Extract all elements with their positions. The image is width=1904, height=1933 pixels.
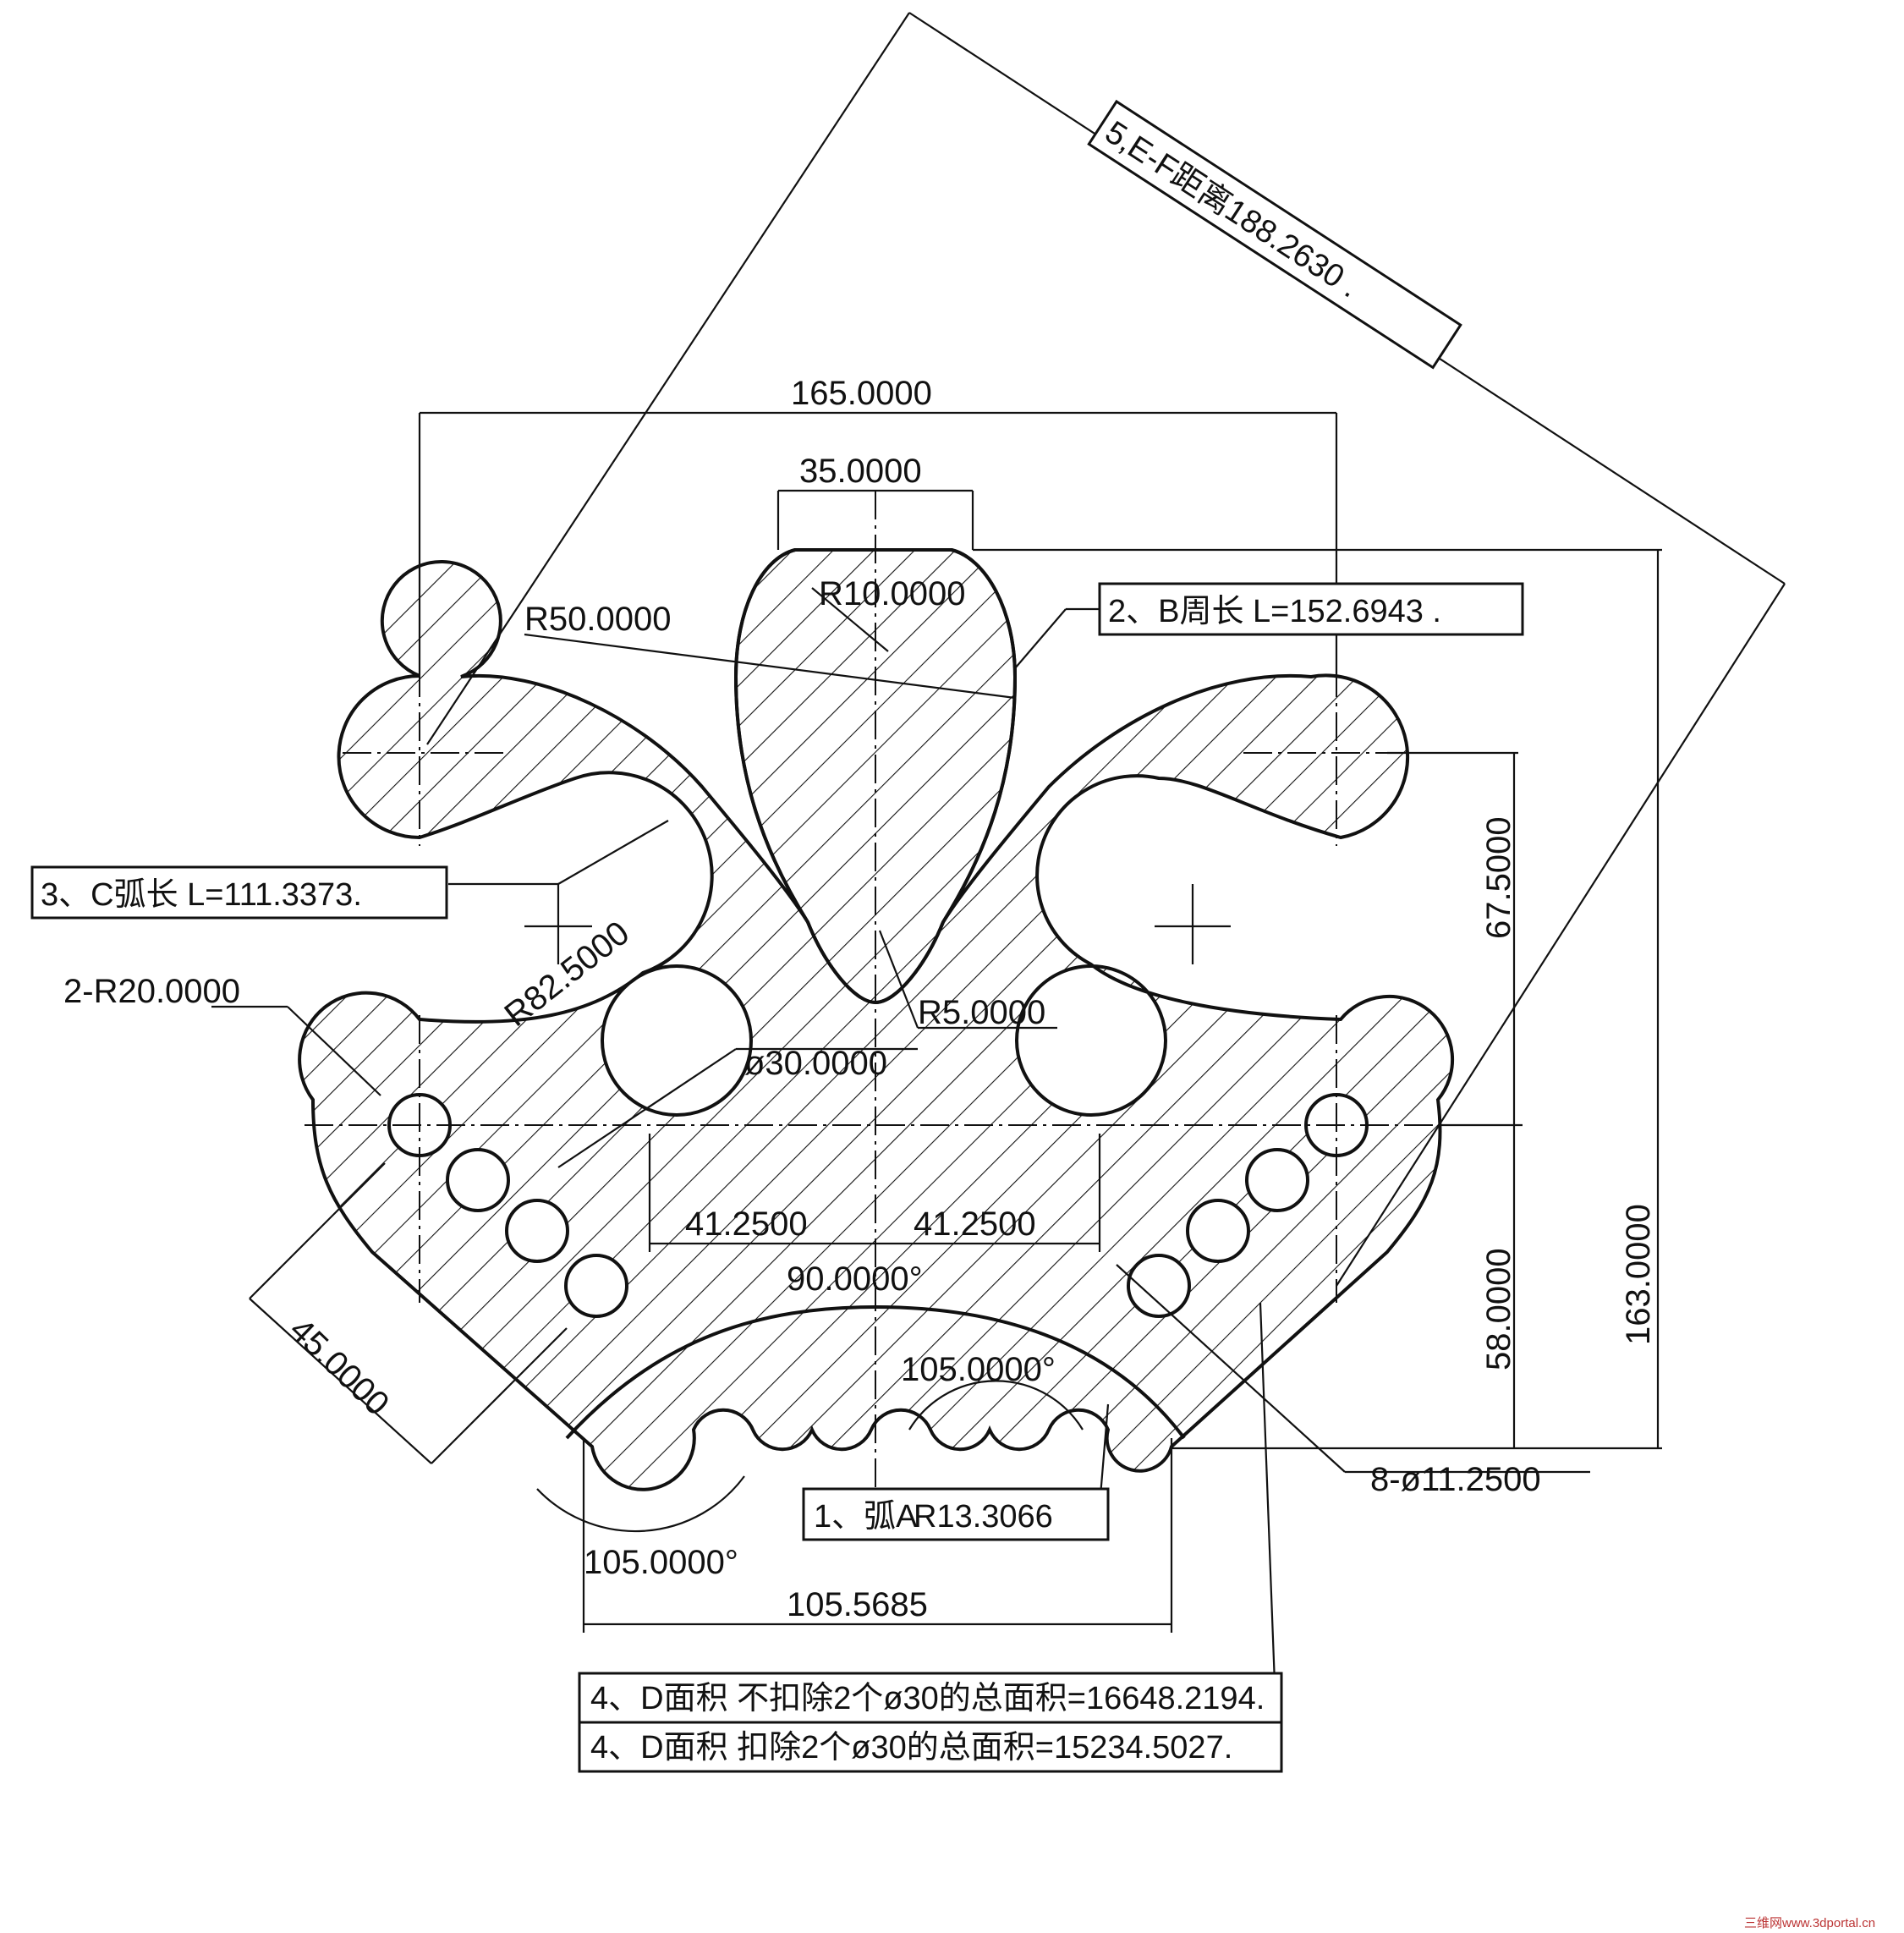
area-d-net-text: 4、D面积 扣除2个ø30的总面积=15234.5027. [590, 1730, 1232, 1766]
dimension-lines [211, 12, 1786, 1752]
dim-r-top: R10.0000 [819, 575, 965, 612]
dim-slant-45: 45.0000 [283, 1311, 397, 1423]
annotation-area-d: 4、D面积 不扣除2个ø30的总面积=16648.2194. 4、D面积 扣除2… [578, 1672, 1283, 1773]
dim-overall-width: 165.0000 [791, 375, 932, 412]
annotation-perimeter-b: 2、B周长 L=152.6943 . [1098, 582, 1524, 636]
center-lines [305, 491, 1523, 1489]
dim-holes: 8-ø11.2500 [1370, 1461, 1541, 1498]
dim-h-58: 58.0000 [1480, 1248, 1517, 1370]
area-d-full-text: 4、D面积 不扣除2个ø30的总面积=16648.2194. [590, 1681, 1265, 1716]
annotation-arc-c: 3、C弧长 L=111.3373. [30, 865, 448, 920]
dim-h-675: 67.5000 [1480, 816, 1517, 939]
dim-bottom-width: 105.5685 [787, 1586, 928, 1623]
arc-a-prefix: 1、弧A [814, 1499, 918, 1535]
watermark: 三维网www.3dportal.cn [1744, 1916, 1875, 1930]
arc-a-value: R13.3066 [914, 1499, 1053, 1535]
dim-left-offset: 41.2500 [685, 1205, 808, 1243]
e-f-distance-text: 5,E-F距离188.2630 . [1099, 115, 1365, 305]
dim-r5: R5.0000 [918, 994, 1045, 1031]
annotation-arc-a: 1、弧A R13.3066 [802, 1487, 1110, 1541]
dim-r20: 2-R20.0000 [63, 973, 240, 1010]
arc-c-text: 3、C弧长 L=111.3373. [41, 877, 362, 913]
dim-angle-90: 90.0000° [787, 1260, 923, 1298]
perimeter-b-text: 2、B周长 L=152.6943 . [1108, 594, 1441, 629]
dim-dia30: ø30.0000 [744, 1045, 887, 1082]
dim-angle-105-inner: 105.0000° [901, 1351, 1056, 1388]
dim-angle-105-outer: 105.0000° [584, 1544, 738, 1581]
dim-h-163: 163.0000 [1620, 1204, 1657, 1345]
dim-r50: R50.0000 [524, 601, 671, 638]
dim-top-width: 35.0000 [799, 453, 922, 490]
dim-right-offset: 41.2500 [914, 1205, 1036, 1243]
annotation-e-f-distance: 5,E-F距离188.2630 . [1087, 99, 1462, 370]
